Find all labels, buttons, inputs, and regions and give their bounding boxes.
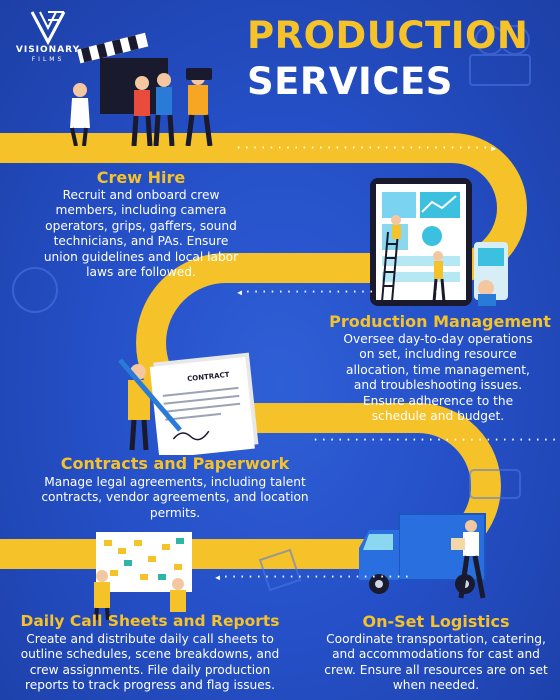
section-heading-logistics: On-Set Logistics bbox=[362, 612, 510, 631]
brand-sub: FILMS bbox=[31, 56, 65, 63]
dotted-arrow-left-icon: ◂·························· bbox=[236, 285, 459, 299]
dotted-arrow-left-icon: ◂······················· bbox=[214, 570, 412, 584]
visionary-films-logo bbox=[30, 11, 66, 46]
tablet-dashboard-illustration bbox=[370, 178, 508, 306]
call-sheet-board-illustration bbox=[94, 532, 192, 620]
section-heading-crew-hire: Crew Hire bbox=[96, 168, 186, 187]
section-heading-production-management: Production Management bbox=[329, 312, 551, 331]
page-title-line2: SERVICES bbox=[247, 60, 453, 103]
section-heading-contracts: Contracts and Paperwork bbox=[60, 454, 290, 473]
section-body-logistics: Coordinate transportation, catering,and … bbox=[324, 632, 548, 693]
contract-signing-illustration: CONTRACT bbox=[118, 352, 259, 455]
brand-name: VISIONARY bbox=[15, 45, 81, 55]
dotted-arrow-right-icon: ·······························▸ bbox=[235, 141, 499, 155]
section-body-contracts: Manage legal agreements, including talen… bbox=[41, 475, 309, 520]
delivery-truck-illustration bbox=[359, 513, 486, 599]
section-body-call-sheets: Create and distribute daily call sheets … bbox=[20, 632, 280, 693]
film-crew-illustration bbox=[70, 32, 213, 146]
section-heading-call-sheets: Daily Call Sheets and Reports bbox=[20, 612, 280, 630]
page-title-line1: PRODUCTION bbox=[247, 14, 529, 57]
dotted-arrow-right-icon: ······························▸ bbox=[312, 433, 560, 447]
